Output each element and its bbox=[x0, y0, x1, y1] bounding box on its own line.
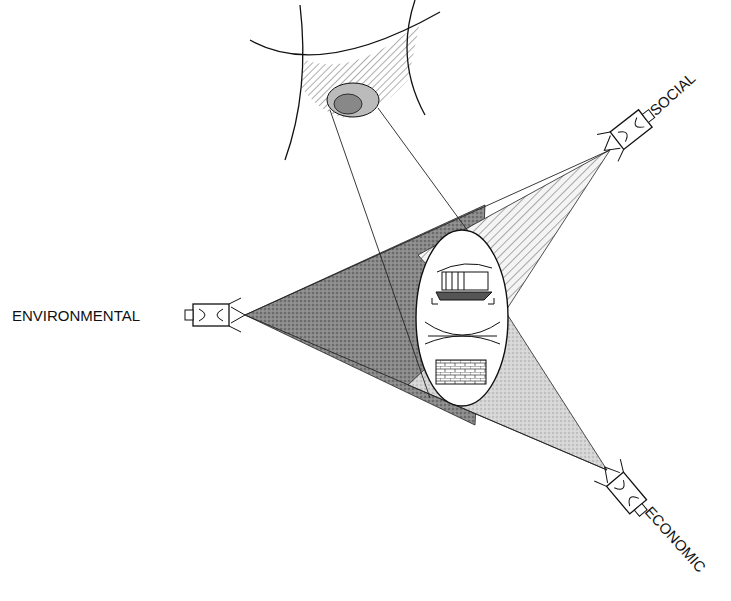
brick-wall-icon bbox=[436, 360, 486, 384]
projected-image bbox=[416, 230, 508, 406]
camera-environmental bbox=[185, 298, 245, 332]
camera-label: ENVIRONMENTAL bbox=[12, 308, 140, 323]
building-icon bbox=[432, 264, 494, 304]
camera-label: ECONOMIC bbox=[642, 503, 708, 574]
bridge-icon bbox=[425, 322, 500, 344]
projection-cones bbox=[245, 108, 610, 470]
camera-label: SOCIAL bbox=[647, 70, 698, 118]
projection-screen bbox=[250, 0, 440, 160]
